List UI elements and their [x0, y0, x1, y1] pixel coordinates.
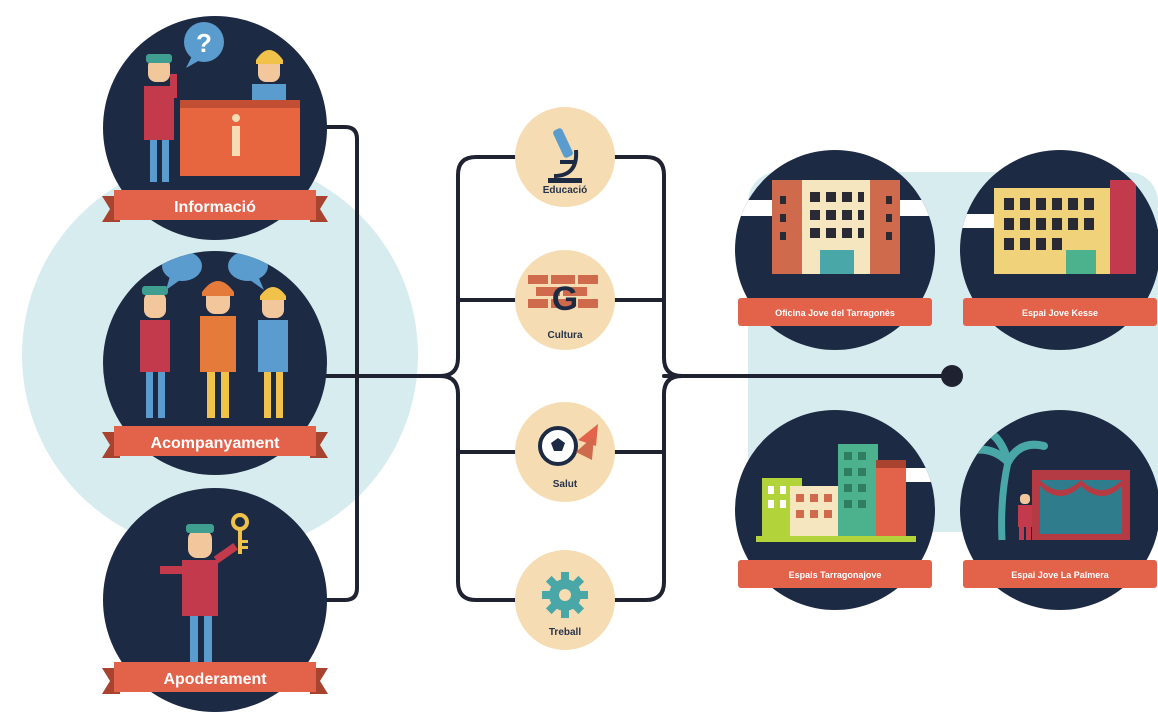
service-salut[interactable]: Salut: [515, 402, 615, 502]
stage-label: Apoderament: [163, 671, 267, 688]
office-building-icon: [735, 180, 935, 280]
microscope-icon: [548, 128, 582, 183]
three-people-icon: [140, 251, 288, 418]
connectors: [320, 125, 954, 602]
service-label: Treball: [549, 627, 581, 638]
stage-apoderament[interactable]: Apoderament: [102, 488, 328, 712]
service-label: Salut: [553, 479, 578, 490]
gear-icon: [542, 572, 588, 618]
service-label: Educació: [543, 185, 587, 196]
venue-espai-jove-la-palmera[interactable]: Espai Jove La Palmera: [960, 410, 1158, 610]
venue-label: Oficina Jove del Tarragonès: [775, 308, 895, 318]
venue-espai-jove-kesse[interactable]: Espai Jove Kesse: [950, 150, 1158, 350]
venue-label: Espais Tarragonajove: [789, 570, 882, 580]
stage-ribbon: [102, 662, 328, 694]
svg-text:G: G: [552, 280, 578, 318]
soccer-ball-icon: [538, 424, 598, 466]
yellow-building-icon: [960, 180, 1138, 280]
stage-ribbon: [102, 190, 328, 222]
connector-hub-dot: [941, 365, 963, 387]
stage-ribbon: [102, 426, 328, 458]
venue-ribbon: [738, 298, 932, 326]
venue-ribbon: [963, 560, 1157, 588]
venue-ribbon: [963, 298, 1157, 326]
venue-ribbon: [738, 560, 932, 588]
service-label: Cultura: [548, 330, 583, 341]
venue-espais-tarragonajove[interactable]: Espais Tarragonajove: [735, 410, 946, 610]
graffiti-wall-icon: G: [528, 275, 598, 318]
stage-informacio[interactable]: ? Informació: [102, 16, 328, 240]
venue-label: Espai Jove La Palmera: [1011, 570, 1110, 580]
venue-oficina-jove-tarragones[interactable]: Oficina Jove del Tarragonès: [726, 150, 940, 350]
stage-label: Acompanyament: [151, 435, 281, 452]
venue-label: Espai Jove Kesse: [1022, 308, 1098, 318]
info-desk-icon: ?: [144, 22, 300, 182]
svg-text:?: ?: [196, 28, 212, 58]
stage-acompanyament[interactable]: Acompanyament: [102, 251, 328, 475]
service-cultura[interactable]: G Cultura: [515, 250, 615, 350]
palm-theatre-icon: [962, 426, 1140, 544]
service-treball[interactable]: Treball: [515, 550, 615, 650]
person-with-key-icon: [160, 513, 249, 666]
service-educacio[interactable]: Educació: [515, 107, 615, 207]
stage-label: Informació: [174, 199, 256, 216]
